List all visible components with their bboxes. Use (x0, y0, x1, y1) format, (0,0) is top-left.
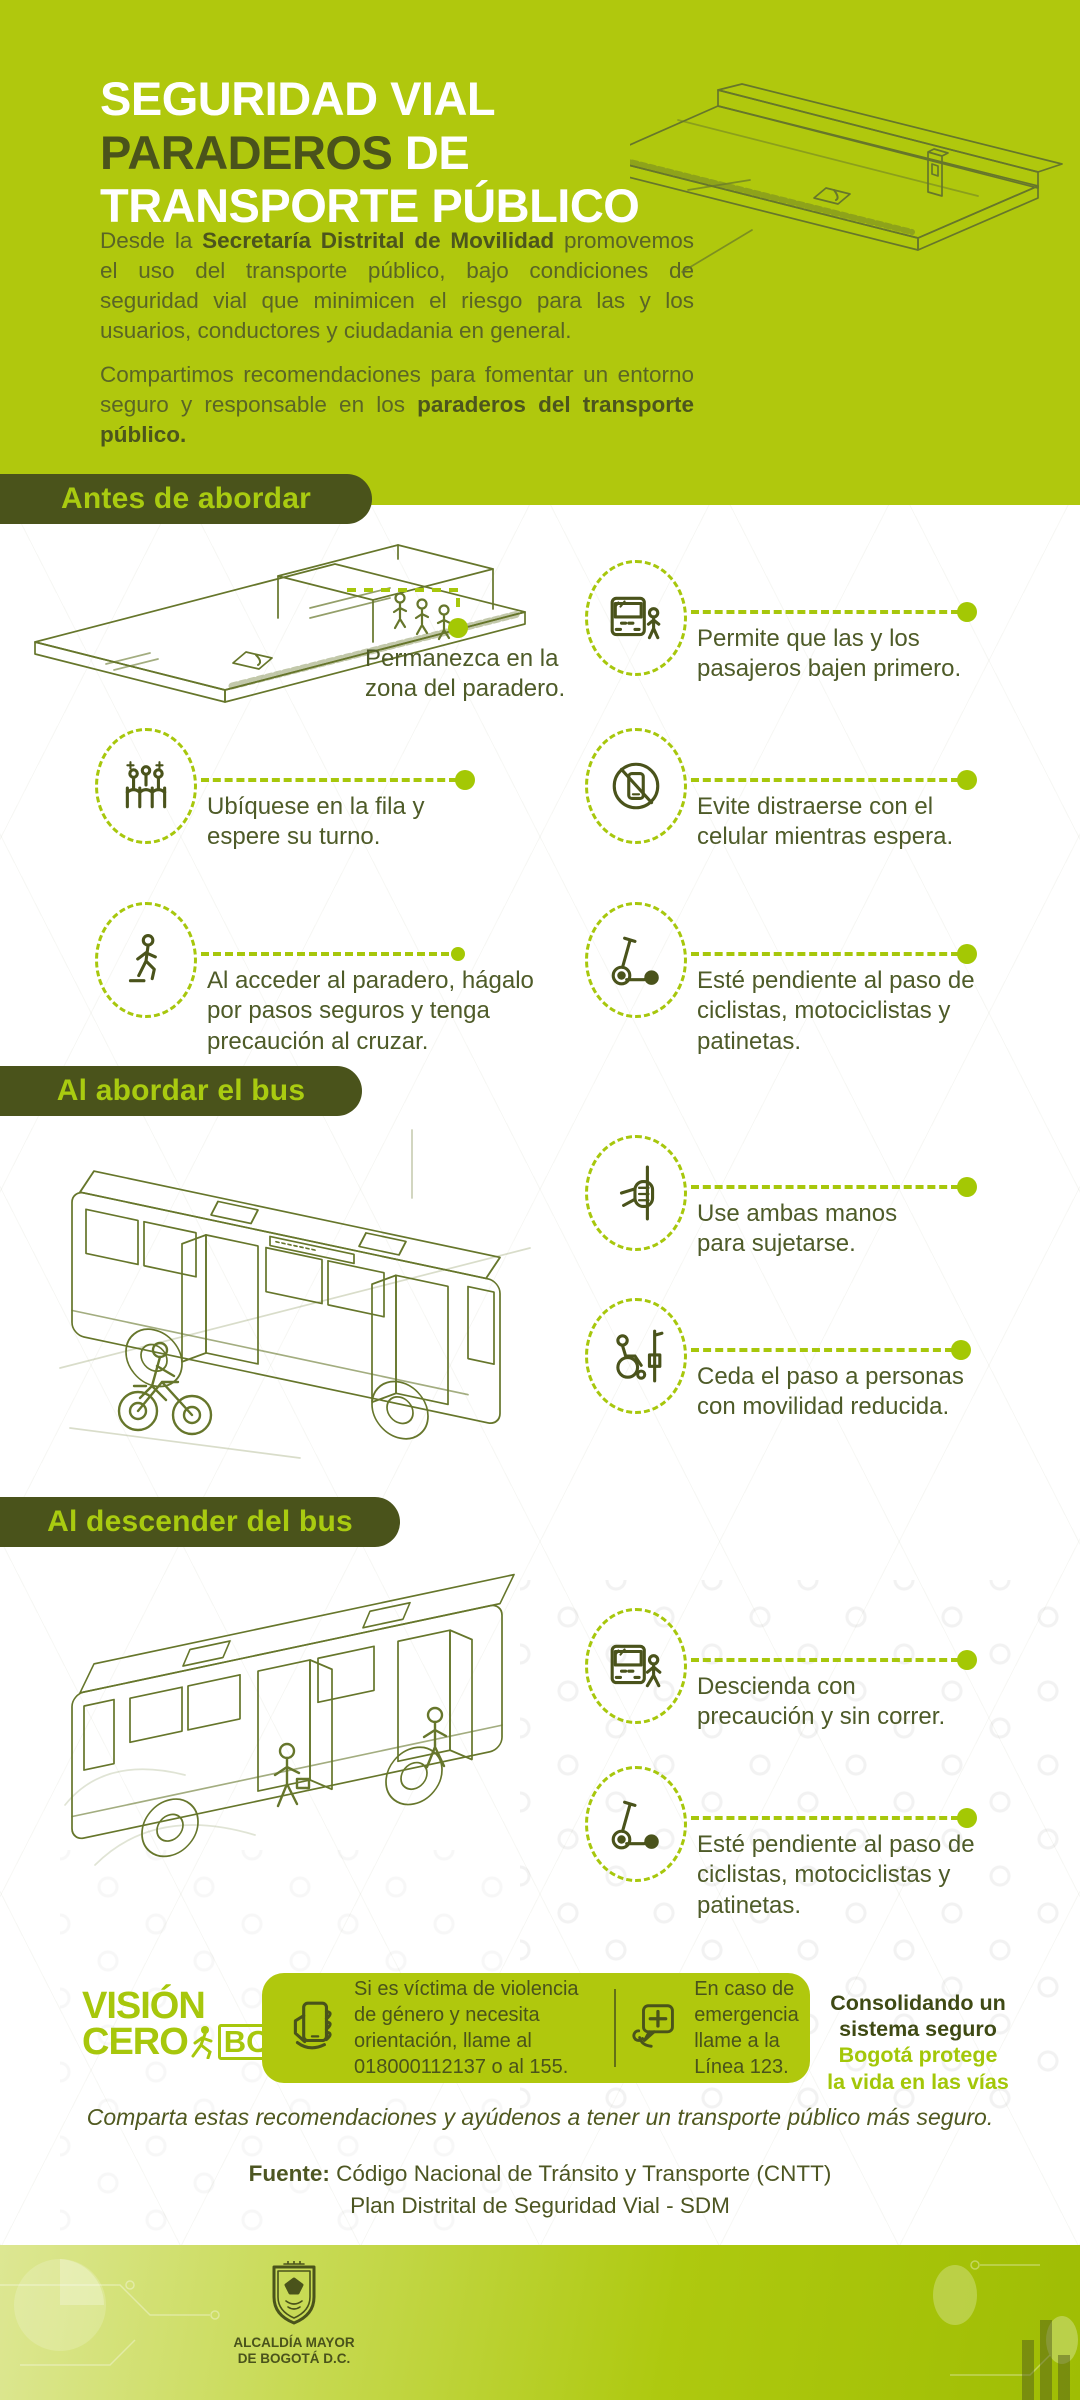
logo-bar: ALCALDÍA MAYOR DE BOGOTÁ D.C. OBSERVATOR… (0, 2245, 1080, 2400)
tip-text: Ceda el paso a personas con movilidad re… (697, 1363, 964, 1421)
emergency-line-text: En caso de emergencia llame a la Línea 1… (694, 1978, 799, 2078)
title-line2-rest: DE (392, 125, 470, 179)
tip-text: Permite que las y los pasajeros bajen pr… (697, 625, 962, 683)
scooter-icon (585, 1766, 687, 1882)
bus-boarding-illustration (59, 1129, 531, 1459)
connector-dot (957, 602, 977, 622)
dashed-connector (691, 1816, 959, 1820)
alcaldia-shield-logo (272, 2261, 316, 2325)
decorative-pattern (0, 2259, 1078, 2400)
tip: Ceda el paso a personas con movilidad re… (585, 1298, 1017, 1448)
tip: Al acceder al paradero, hágalo por pasos… (95, 902, 575, 1062)
no-phone-icon (585, 728, 687, 844)
claim-dark: sistema seguro (839, 2017, 997, 2042)
claim-text: Consolidando un sistema seguro Bogotá pr… (818, 1990, 1018, 2095)
violence-help-text: Si es víctima de violencia de género y n… (354, 1978, 579, 2078)
page-title: SEGURIDAD VIAL PARADEROS DE TRANSPORTE P… (100, 72, 640, 233)
paragraph-bold: Secretaría Distrital de Movilidad (202, 228, 555, 253)
intro-paragraph-2: Compartimos recomendaciones para fomenta… (100, 360, 694, 450)
paragraph-text: Compartimos recomendaciones para fomenta… (100, 362, 694, 418)
paragraph-bold: paraderos del transporte público. (100, 392, 694, 448)
section-badge-antes-de-abordar: Antes de abordar (0, 474, 372, 524)
pedestrian-icon (95, 902, 197, 1018)
paragraph-text: promovemos el uso del transporte público… (100, 228, 694, 344)
connector-dot (957, 770, 977, 790)
tip: Evite distraerse con el celular mientras… (585, 728, 1017, 868)
dashed-connector (691, 1348, 953, 1352)
divider (614, 1989, 617, 2067)
vision-cero-text: CERO (82, 2021, 189, 2064)
bus-alighting-illustration (64, 1573, 515, 1866)
dashed-connector (691, 1185, 959, 1189)
section-badge-al-descender: Al descender del bus (0, 1497, 400, 1547)
intro-paragraph-1: Desde la Secretaría Distrital de Movilid… (100, 226, 694, 347)
claim-green: Bogotá protege (838, 2043, 998, 2068)
vision-cero-logo: VISIÓN CERO BOG (82, 1985, 332, 2064)
badge-label: Al descender del bus (47, 1505, 353, 1538)
tip-text: Esté pendiente al paso de ciclistas, mot… (697, 967, 975, 1055)
tip: Esté pendiente al paso de ciclistas, mot… (585, 902, 1017, 1062)
title-line3: TRANSPORTE PÚBLICO (100, 179, 640, 233)
source-text: Fuente: Código Nacional de Tránsito y Tr… (40, 2158, 1040, 2221)
tip: Use ambas manos para sujetarse. (585, 1135, 1017, 1285)
tip: Descienda con precaución y sin correr. (585, 1608, 1017, 1758)
tip: Permanezca en la zona del paradero. (345, 580, 605, 702)
connector-dot (455, 770, 475, 790)
title-line2-dark: PARADEROS (100, 125, 393, 179)
tip-text: Evite distraerse con el celular mientras… (697, 793, 954, 851)
claim-green: la vida en las vías (827, 2069, 1009, 2094)
header: SEGURIDAD VIAL PARADEROS DE TRANSPORTE P… (0, 0, 1080, 505)
tip: Permite que las y los pasajeros bajen pr… (585, 560, 1017, 700)
dashed-connector (691, 778, 959, 782)
walking-person-icon (191, 2026, 213, 2060)
tip-text: Use ambas manos para sujetarse. (697, 1200, 898, 1258)
scooter-icon (585, 902, 687, 1018)
tip-text: Al acceder al paradero, hágalo por pasos… (207, 967, 534, 1055)
tip-text: Esté pendiente al paso de ciclistas, mot… (697, 1831, 975, 1919)
connector-dot (957, 1177, 977, 1197)
emergency-call-icon (630, 1999, 684, 2058)
phone-hand-icon (284, 1997, 342, 2060)
source-label: Fuente: (248, 2161, 330, 2186)
alcaldia-caption: ALCALDÍA MAYOR DE BOGOTÁ D.C. (218, 2335, 370, 2367)
tip-text: Ubíquese en la fila y espere su turno. (207, 793, 425, 851)
connector-dot (957, 1808, 977, 1828)
bus-pedestrian-icon (585, 1608, 687, 1724)
connector-dot (957, 1650, 977, 1670)
connector-dot (451, 947, 465, 961)
source-line2: Plan Distrital de Seguridad Vial - SDM (350, 2192, 730, 2218)
dashed-connector (691, 1658, 959, 1662)
title-line1: SEGURIDAD VIAL (100, 72, 496, 125)
connector-dot (957, 944, 977, 964)
source-line1: Código Nacional de Tránsito y Transporte… (329, 2161, 832, 2186)
dashed-connector (201, 778, 457, 782)
bus-passenger-icon (585, 560, 687, 676)
dashed-connector (691, 610, 959, 614)
connector-dot (951, 1340, 971, 1360)
wheelchair-icon (585, 1298, 687, 1414)
badge-label: Antes de abordar (61, 482, 311, 515)
tip: Ubíquese en la fila y espere su turno. (95, 728, 525, 868)
vision-cero-text: VISIÓN (82, 1985, 206, 2027)
dashed-connector (201, 952, 449, 956)
alcaldia-line1: ALCALDÍA MAYOR (233, 2335, 355, 2350)
badge-label: Al abordar el bus (56, 1074, 306, 1107)
paragraph-text: Desde la (100, 228, 203, 253)
emergency-info-box: Si es víctima de violencia de género y n… (262, 1973, 810, 2083)
tip: Esté pendiente al paso de ciclistas, mot… (585, 1766, 1017, 1936)
queue-icon (95, 728, 197, 844)
tip-text: Descienda con precaución y sin correr. (697, 1673, 946, 1731)
handrail-grip-icon (585, 1135, 687, 1251)
share-recommendation-text: Comparta estas recomendaciones y ayúdeno… (86, 2104, 994, 2130)
dashed-connector (347, 588, 468, 638)
dashed-connector (691, 952, 959, 956)
bus-stop-platform-illustration (630, 83, 1063, 273)
section-badge-al-abordar: Al abordar el bus (0, 1066, 362, 1116)
tip-text: Permanezca en la zona del paradero. (365, 645, 566, 703)
alcaldia-line2: DE BOGOTÁ D.C. (237, 2351, 351, 2367)
claim-dark: Consolidando un (830, 1991, 1006, 2015)
